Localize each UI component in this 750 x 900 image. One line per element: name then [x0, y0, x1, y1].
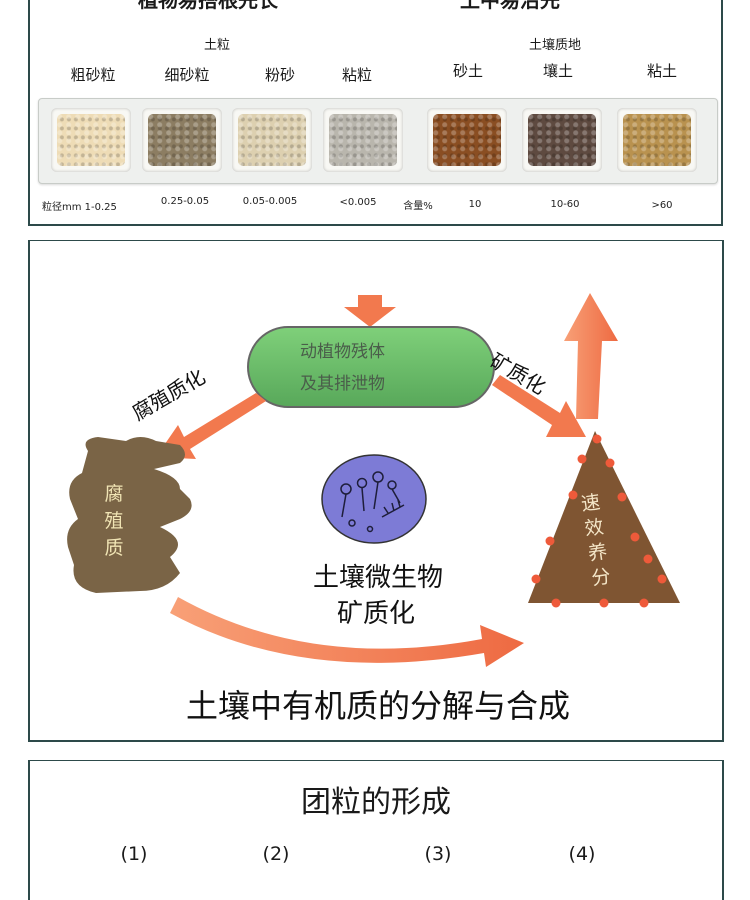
soil-particle-panel: 植物易搭根先长 土中易治先 土粒 土壤质地 粗砂粒 细砂粒 粉砂 粘粒 砂土 壤…	[28, 0, 723, 226]
sample-cell	[142, 108, 222, 172]
uptake-arrow	[564, 293, 618, 419]
sample-cell	[617, 108, 697, 172]
step-label-3: (3)	[424, 843, 452, 865]
sample-label-coarse-sand: 粗砂粒	[70, 66, 116, 84]
step-label-1: (1)	[120, 843, 148, 865]
microbe-icons	[340, 471, 405, 533]
sample-label-clay-particle: 粘粒	[341, 66, 373, 84]
sample-label-fine-sand: 细砂粒	[164, 66, 210, 84]
sample-label-silt: 粉砂	[264, 66, 296, 84]
humification-arrow	[156, 393, 266, 459]
synthesis-arrow	[170, 597, 524, 667]
group-label-soil-texture: 土壤质地	[528, 38, 582, 53]
sample-coarse-sand	[57, 114, 125, 166]
microbe-circle	[321, 454, 427, 544]
sample-sandy-soil	[433, 114, 501, 166]
sample-cell	[323, 108, 403, 172]
top-left-title: 植物易搭根先长	[138, 0, 278, 12]
content-clay-soil: >60	[651, 200, 673, 211]
sample-loam	[528, 114, 596, 166]
size-label-fine-sand: 0.25-0.05	[160, 196, 210, 207]
sample-cell	[232, 108, 312, 172]
aggregate-formation-panel: 团粒的形成 (1) (2) (3) (4)	[28, 760, 724, 900]
sample-clay-particle	[329, 114, 397, 166]
humus-blob	[67, 437, 192, 593]
top-right-title: 土中易治先	[460, 0, 560, 12]
residue-label-line2: 及其排泄物	[300, 374, 385, 394]
residue-pill	[247, 326, 495, 408]
mineralization-arrow	[492, 375, 586, 437]
nutrient-triangle	[528, 431, 680, 603]
sample-cell	[522, 108, 602, 172]
microbe-label-line1: 土壤微生物	[312, 563, 444, 593]
nutrient-dots	[531, 434, 667, 608]
content-loam: 10-60	[550, 199, 580, 210]
content-sandy-soil: 10	[468, 199, 482, 210]
sample-cell	[427, 108, 507, 172]
sample-label-sandy-soil: 砂土	[452, 62, 484, 80]
microbe-label-line2: 矿质化	[336, 599, 416, 629]
content-percent-label: 含量%	[403, 201, 433, 212]
section-title: 团粒的形成	[301, 785, 451, 820]
sample-fine-sand	[148, 114, 216, 166]
step-label-4: (4)	[568, 843, 596, 865]
sample-cell	[51, 108, 131, 172]
size-label-coarse-sand: 粒径mm 1-0.25	[42, 202, 117, 213]
sample-tray	[38, 98, 718, 184]
diagram-caption: 土壤中有机质的分解与合成	[185, 687, 571, 725]
sample-label-loam: 壤土	[542, 62, 574, 80]
humus-label: 腐殖质	[104, 483, 124, 559]
sample-label-clay-soil: 粘土	[646, 62, 678, 80]
size-label-silt: 0.05-0.005	[242, 196, 298, 207]
organic-matter-cycle-panel: 动植物残体 及其排泄物 腐殖质化 矿质化 腐殖质 速效养分 土壤微生物 矿质化 …	[28, 240, 724, 742]
group-label-soil-particles: 土粒	[203, 38, 231, 53]
sample-clay-soil	[623, 114, 691, 166]
size-label-clay: <0.005	[339, 197, 377, 208]
step-label-2: (2)	[262, 843, 290, 865]
cycle-diagram	[67, 293, 680, 667]
residue-label-line1: 动植物残体	[300, 342, 385, 362]
input-arrow	[344, 295, 396, 327]
sample-silt	[238, 114, 306, 166]
